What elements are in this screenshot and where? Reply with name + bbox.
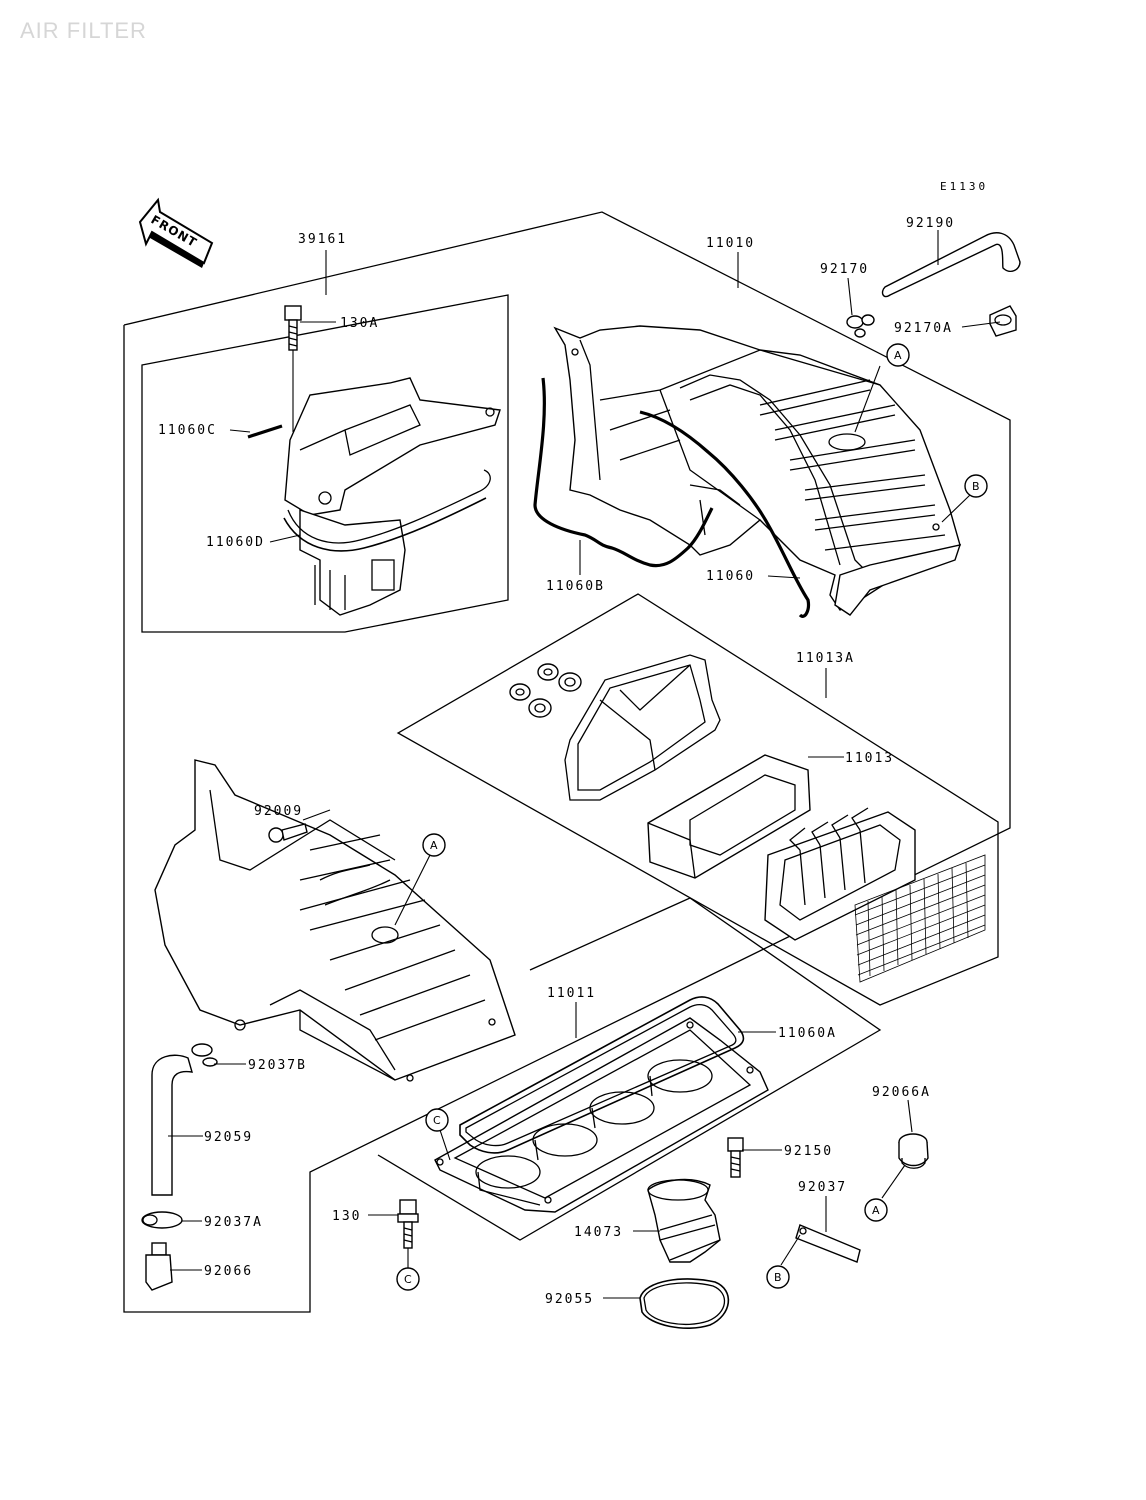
callout-11010: 11010 — [706, 236, 755, 251]
callout-11013a: 11013A — [796, 651, 855, 666]
mesh-screen — [854, 854, 986, 983]
lower-housing — [154, 759, 516, 1082]
bolt-92150 — [727, 1137, 744, 1178]
callout-11060: 11060 — [706, 569, 755, 584]
callout-11060b: 11060B — [546, 579, 605, 594]
clamp-92037b — [191, 1043, 218, 1067]
callout-92037b: 92037B — [248, 1058, 307, 1073]
outer-boundary — [123, 211, 1011, 1313]
callout-92170a: 92170A — [894, 321, 953, 336]
gasket-11060 — [639, 410, 811, 618]
callout-11060a: 11060A — [778, 1026, 837, 1041]
filter-screen — [764, 807, 916, 941]
callout-11011: 11011 — [547, 986, 596, 1001]
svg-text:C: C — [433, 1114, 441, 1127]
screw-92009 — [268, 823, 308, 843]
marker-b-bottom: B — [766, 1265, 790, 1289]
filter-element-box — [396, 593, 999, 1006]
hose-92190 — [881, 232, 1021, 298]
boot-14073 — [647, 1178, 721, 1263]
drain-plug-92066 — [145, 1242, 173, 1291]
marker-a-bottom: A — [864, 1198, 888, 1222]
callout-92066: 92066 — [204, 1264, 253, 1279]
gasket-strip-11060c — [247, 424, 283, 439]
hose-92059 — [151, 1054, 193, 1196]
clamp-92037a — [141, 1211, 183, 1229]
gasket-11060b — [533, 377, 714, 568]
callout-92055: 92055 — [545, 1292, 594, 1307]
o-ring-92055 — [639, 1278, 730, 1329]
callout-92059: 92059 — [204, 1130, 253, 1145]
svg-text:A: A — [430, 839, 438, 852]
callout-92009: 92009 — [254, 804, 303, 819]
svg-text:C: C — [404, 1273, 412, 1286]
filter-hardware — [509, 663, 582, 718]
bolt-130 — [397, 1199, 419, 1249]
filter-frame — [564, 654, 721, 801]
marker-c-plate: C — [425, 1108, 449, 1132]
filter-element-11013 — [647, 754, 811, 879]
svg-text:A: A — [872, 1204, 880, 1217]
diagram-code: E1130 — [940, 180, 988, 193]
base-plate-box — [377, 897, 882, 1241]
callout-92066a: 92066A — [872, 1085, 931, 1100]
callout-92037: 92037 — [798, 1180, 847, 1195]
svg-text:B: B — [972, 480, 980, 493]
front-arrow-icon: FRONT — [138, 197, 214, 268]
cap-92066a — [898, 1133, 929, 1169]
callout-leaders — [168, 230, 1001, 1299]
gasket-11060a — [459, 996, 745, 1154]
callout-92170: 92170 — [820, 262, 869, 277]
svg-text:A: A — [894, 349, 902, 362]
base-plate-11011 — [434, 1017, 769, 1213]
callout-92037a: 92037A — [204, 1215, 263, 1230]
marker-c-bolt: C — [396, 1267, 420, 1291]
marker-a-top: A — [886, 343, 910, 367]
upper-housing-11010 — [553, 325, 962, 616]
callout-130: 130 — [332, 1209, 361, 1224]
callout-92190: 92190 — [906, 216, 955, 231]
clamp-92170 — [846, 314, 875, 338]
callout-11060c: 11060C — [158, 423, 217, 438]
page-title: AIR FILTER — [20, 18, 147, 43]
inset-box-39161 — [141, 294, 509, 633]
bolt-130a — [284, 305, 302, 351]
callout-130a: 130A — [340, 316, 379, 331]
callout-11013: 11013 — [845, 751, 894, 766]
callout-92150: 92150 — [784, 1144, 833, 1159]
marker-b-top: B — [964, 474, 988, 498]
intake-duct-assembly — [283, 377, 501, 616]
marker-a-middle: A — [422, 833, 446, 857]
callout-39161: 39161 — [298, 232, 347, 247]
svg-text:B: B — [774, 1271, 782, 1284]
callout-labels: 39161 130A 11060C 11060D 11010 92190 921… — [158, 216, 955, 1307]
clamp-92170a — [989, 305, 1017, 337]
callout-11060d: 11060D — [206, 535, 265, 550]
callout-14073: 14073 — [574, 1225, 623, 1240]
bracket-92037 — [795, 1224, 861, 1263]
